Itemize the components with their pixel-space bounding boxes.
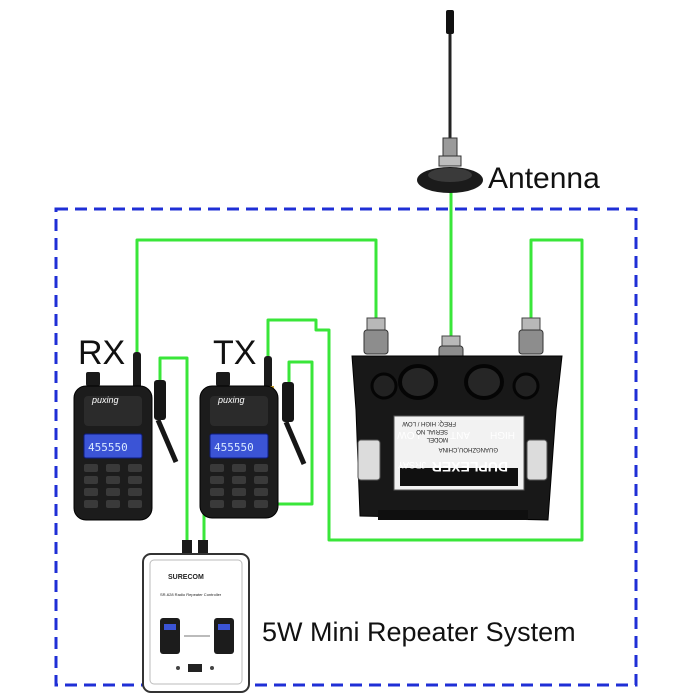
duplexer-icon [351, 317, 563, 521]
cables [135, 190, 584, 544]
duplexer-ant-label: ANT [450, 429, 470, 440]
cable-low-to-tx [266, 238, 584, 542]
controller-subtitle: SR-628 Radio Repeater Controller [160, 592, 222, 597]
duplexer-high-label: HIGH [490, 429, 515, 440]
duplexer-city: GUANGZHOU,CHINA [439, 446, 498, 452]
duplexer-high-connector [363, 317, 389, 355]
cable-rx-to-high [135, 238, 378, 352]
tx-lcd-text: 455550 [214, 441, 254, 454]
rx-lcd-text: 455550 [88, 441, 128, 454]
duplexer-low-label: LOW [397, 429, 420, 440]
cable-rx-to-controller [158, 356, 189, 544]
tx-label: TX [213, 334, 256, 372]
tx-radio: 455550 [199, 356, 307, 519]
controller-brand: SURECOM [168, 574, 204, 581]
rx-radio: 455550 [73, 352, 179, 521]
tx-keypad [210, 464, 268, 508]
system-boundary [54, 207, 638, 687]
repeater-controller-icon [142, 540, 250, 693]
antenna-label: Antenna [488, 162, 600, 195]
rx-label: RX [78, 334, 125, 372]
system-label: 5W Mini Repeater System [262, 617, 576, 647]
duplexer-low-connector [518, 317, 544, 355]
duplexer-name: DUPLEXER [432, 459, 508, 475]
duplexer-model: MODEL [426, 436, 448, 442]
tx-radio-brand: puxing [217, 395, 245, 405]
duplexer-serial: SERIAL NO [416, 428, 448, 434]
rx-radio-brand: puxing [91, 395, 119, 405]
antenna-icon [417, 10, 483, 193]
duplexer-brand: JRSAY [398, 460, 426, 470]
rx-keypad [84, 464, 142, 508]
duplexer-freq: FREQ: HIGH / LOW [402, 420, 456, 426]
